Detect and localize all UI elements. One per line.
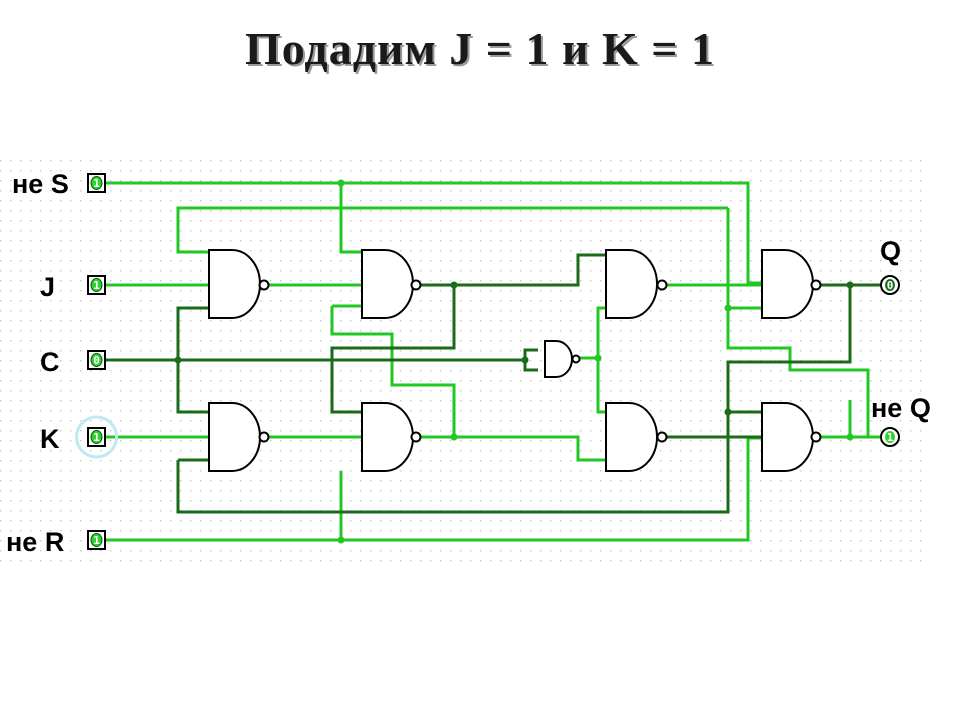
junctions [174,179,854,544]
label-not-r: не R [6,527,64,557]
input-pin-not-s[interactable]: 1 [87,173,106,193]
input-pin-k[interactable]: 1 [75,415,118,459]
nand-gate-slave-top [605,249,668,319]
selection-highlight [75,415,118,459]
wires [105,181,880,542]
pin-value: 0 [887,279,894,292]
output-pin-not-q: 1 [880,427,900,447]
input-pin-j[interactable]: 1 [87,275,106,295]
label-j: J [40,272,55,302]
pin-value: 1 [93,177,100,190]
output-pin-q: 0 [880,275,900,295]
nand-gate-master-latch-top [361,249,422,319]
nand-gate-slave-latch-top [761,249,822,319]
label-k: K [40,424,60,454]
label-not-s: не S [12,169,69,199]
pin-value: 1 [93,534,100,547]
nand-gate-clock-inverter [544,340,581,378]
input-pin-not-r[interactable]: 1 [87,530,106,550]
pin-value: 0 [93,354,100,367]
nand-gate-slave-latch-bottom [761,402,822,472]
label-c: C [40,347,60,377]
nand-gate-master-latch-bottom [361,402,422,472]
label-q: Q [880,236,901,266]
nand-gate-master-k [208,402,270,472]
pin-value: 1 [887,431,894,444]
pin-value: 1 [93,431,100,444]
nand-gate-master-j [208,249,270,319]
pin-value: 1 [93,279,100,292]
label-not-q: не Q [871,393,931,423]
input-pin-c[interactable]: 0 [87,350,106,370]
nand-gate-slave-bottom [605,402,668,472]
grid-background [0,152,925,562]
page-title: Подадим J = 1 и K = 1 [244,23,716,74]
